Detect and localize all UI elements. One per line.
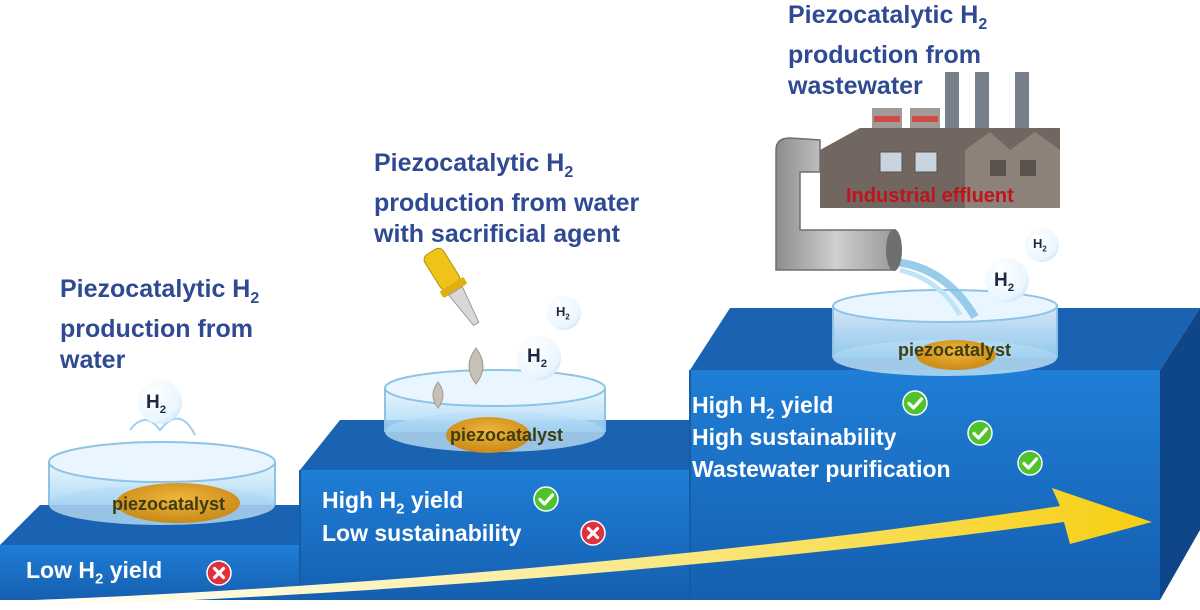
factory-icon bbox=[820, 72, 1060, 208]
h2-bubble-label: H2 bbox=[556, 304, 570, 322]
cross-icon bbox=[580, 520, 606, 546]
h2-bubble-label: H2 bbox=[1033, 236, 1047, 254]
h2-bubble-icon bbox=[517, 336, 561, 380]
dropper-icon bbox=[423, 247, 480, 327]
catalyst-label: piezocatalyst bbox=[898, 340, 1012, 360]
h2-bubble-icon bbox=[138, 380, 182, 424]
h2-bubble-label: H2 bbox=[146, 392, 167, 416]
check-icon bbox=[967, 420, 993, 446]
industrial-effluent-label: Industrial effluent bbox=[846, 185, 1014, 207]
stage3-perk-purification: Wastewater purification bbox=[692, 456, 951, 482]
stage2-perk-yield: High H2 yield bbox=[322, 487, 464, 518]
step3-side bbox=[1160, 308, 1200, 600]
h2-bubble-label: H2 bbox=[527, 346, 548, 370]
catalyst-3 bbox=[916, 340, 996, 370]
h2-bubble-icon bbox=[1025, 228, 1059, 262]
catalyst-2 bbox=[446, 417, 530, 453]
catalyst-label: piezocatalyst bbox=[450, 425, 564, 445]
check-icon bbox=[533, 486, 559, 512]
stage3-title: Piezocatalytic H2 production from wastew… bbox=[788, 1, 988, 100]
stage1-perk-yield: Low H2 yield bbox=[26, 557, 163, 588]
h2-bubble-icon bbox=[985, 258, 1029, 302]
check-icon bbox=[1017, 450, 1043, 476]
dish-2 bbox=[384, 369, 606, 453]
dish-1 bbox=[48, 417, 276, 525]
stage2-perk-sustainability: Low sustainability bbox=[322, 520, 522, 546]
catalyst-label: piezocatalyst bbox=[112, 494, 226, 514]
check-icon bbox=[902, 390, 928, 416]
drop-icon bbox=[468, 347, 484, 385]
pipe-icon bbox=[775, 137, 896, 271]
catalyst-1 bbox=[116, 483, 240, 523]
stage3-perk-yield: High H2 yield bbox=[692, 392, 834, 423]
h2-bubble-label: H2 bbox=[994, 270, 1015, 294]
drop-icon bbox=[432, 381, 444, 409]
cross-icon bbox=[206, 560, 232, 586]
stage2-title: Piezocatalytic H2 production from water … bbox=[374, 149, 640, 248]
stage1-title: Piezocatalytic H2 production from water bbox=[60, 275, 260, 374]
h2-bubble-icon bbox=[547, 296, 581, 330]
stage3-perk-sustainability: High sustainability bbox=[692, 424, 897, 450]
